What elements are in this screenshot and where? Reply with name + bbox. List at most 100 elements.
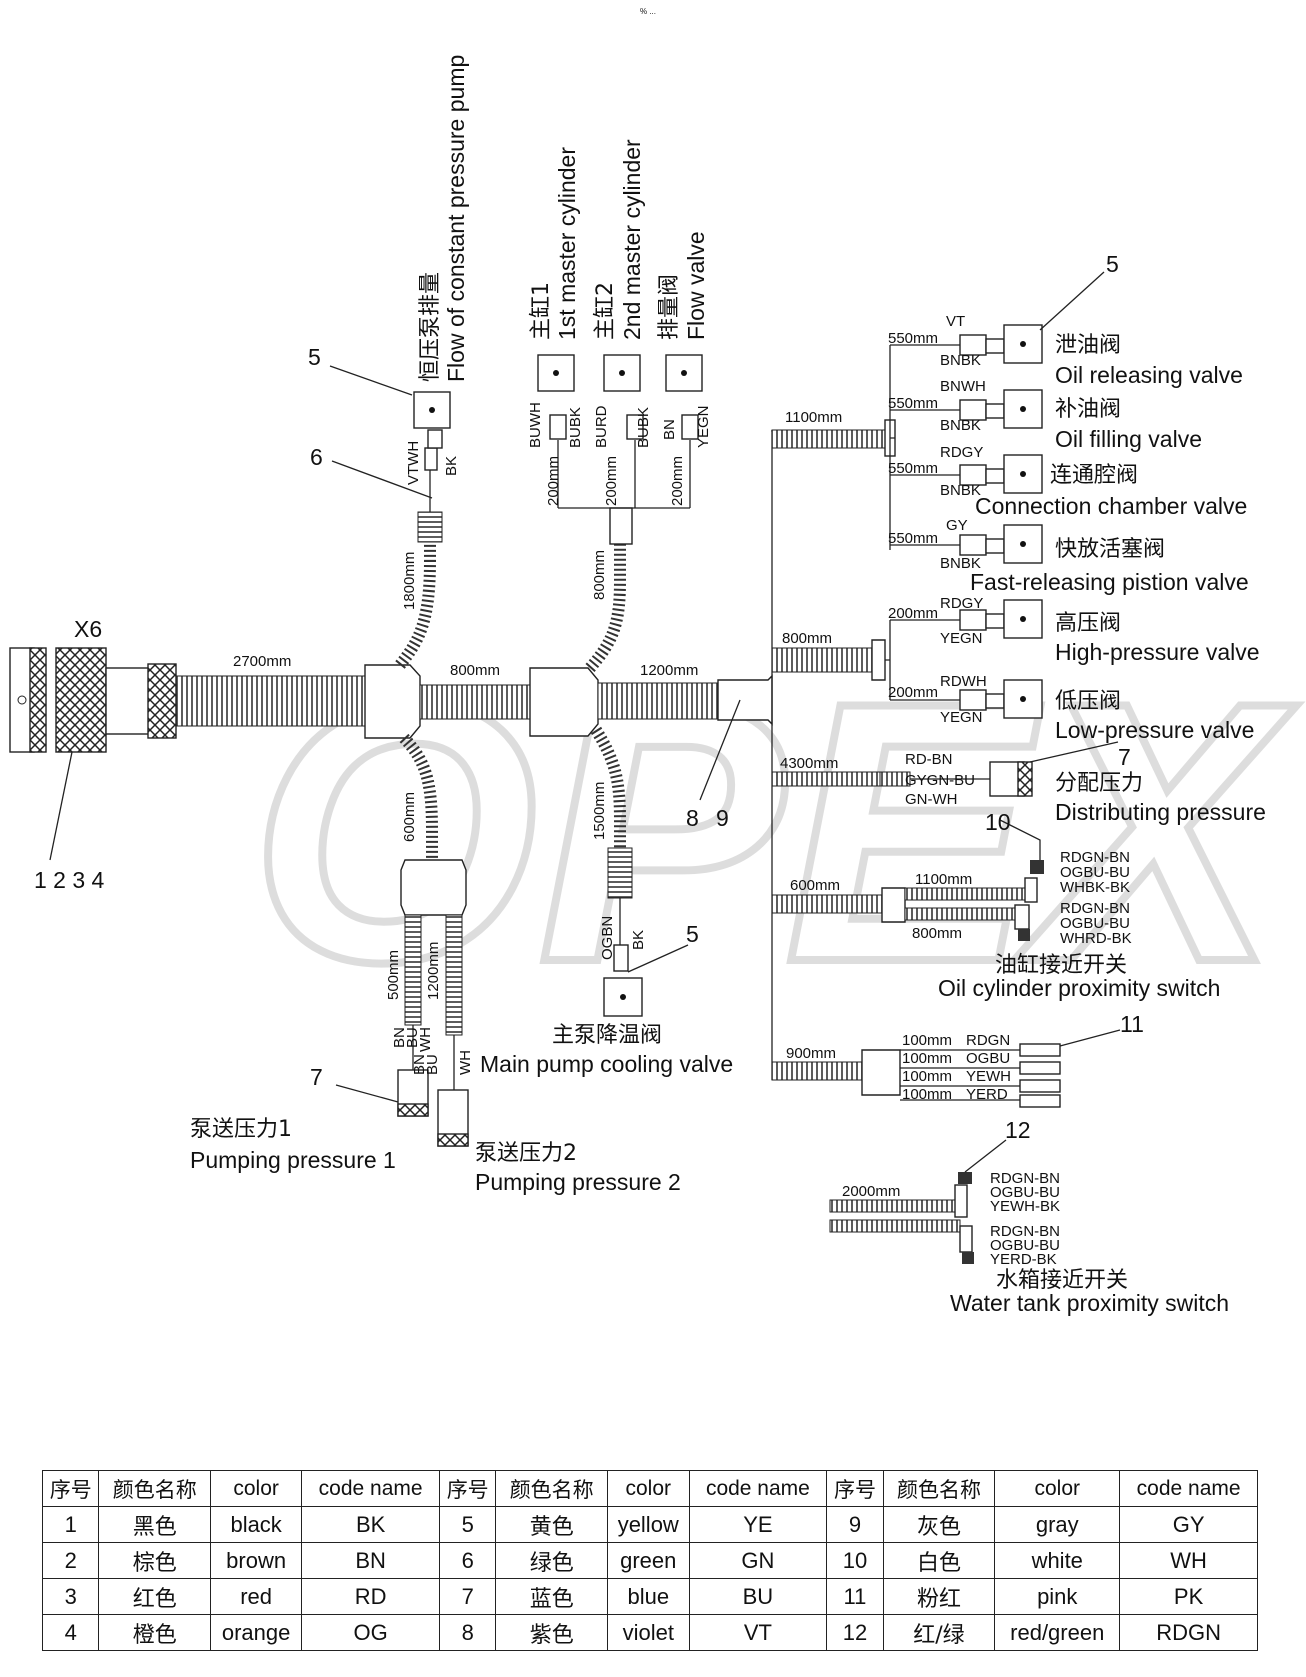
length-800-up: 800mm bbox=[591, 550, 608, 600]
length-200-high: 200mm bbox=[888, 605, 938, 622]
x6-connector: X6 1 2 3 4 bbox=[9, 616, 177, 893]
legend-cell: blue bbox=[606, 1578, 690, 1615]
legend-header-cell: 序号 bbox=[826, 1470, 884, 1507]
legend-cell: pink bbox=[994, 1578, 1121, 1615]
group-900: 900mm 100mm 100mm 100mm 100mm RDGN OGBU … bbox=[771, 1011, 1144, 1108]
code-bnbk-4: BNBK bbox=[940, 555, 981, 572]
cool-cn: 主泵降温阀 bbox=[552, 1023, 662, 1048]
code-p2-3: WHRD-BK bbox=[1060, 930, 1132, 947]
cyl2-cn: 主缸2 bbox=[593, 282, 618, 340]
code-bk-a: BK bbox=[443, 456, 460, 476]
legend-cell: WH bbox=[1119, 1542, 1258, 1579]
length-1500: 1500mm bbox=[591, 782, 608, 840]
callout-7b: 7 bbox=[1118, 744, 1131, 770]
dist-cn: 分配压力 bbox=[1055, 771, 1143, 796]
x6-pin-numbers: 1 2 3 4 bbox=[34, 867, 105, 893]
length-1800: 1800mm bbox=[401, 552, 418, 610]
legend-cell: 红色 bbox=[98, 1578, 212, 1615]
legend-cell: 10 bbox=[826, 1542, 884, 1579]
high-cn: 高压阀 bbox=[1055, 611, 1121, 636]
callout-5a: 5 bbox=[308, 344, 321, 370]
length-1200-drop: 1200mm bbox=[425, 942, 442, 1000]
legend-cell: 12 bbox=[826, 1614, 884, 1651]
length-800-prox: 800mm bbox=[912, 925, 962, 942]
code-d-bn1: BN bbox=[391, 1027, 408, 1048]
oil-fill-en: Oil filling valve bbox=[1055, 426, 1202, 452]
code-s-ogbu: OGBU bbox=[966, 1050, 1010, 1067]
callout-10: 10 bbox=[985, 809, 1011, 835]
oil-rel-en: Oil releasing valve bbox=[1055, 362, 1243, 388]
code-d-bu1: BU bbox=[404, 1027, 421, 1048]
callout-6: 6 bbox=[310, 444, 323, 470]
legend-cell: green bbox=[606, 1542, 690, 1579]
code-p1-2: OGBU-BU bbox=[1060, 864, 1130, 881]
group-4300: 4300mm RD-BN GYGN-BU GN-WH 7 分配压力 Distri… bbox=[771, 741, 1266, 825]
legend-cell: 绿色 bbox=[495, 1542, 608, 1579]
wiring-harness-diagram: OPEX % ... X6 1 2 3 4 2700mm 800mm 1200m… bbox=[9, 7, 1301, 1316]
legend-cell: BU bbox=[688, 1578, 828, 1615]
callout-5b: 5 bbox=[1106, 251, 1119, 277]
legend-cell: red/green bbox=[994, 1614, 1121, 1651]
code-bubk-b: BUBK bbox=[635, 407, 652, 448]
code-bnbk-2: BNBK bbox=[940, 417, 981, 434]
legend-cell: orange bbox=[210, 1614, 303, 1651]
legend-cell: 紫色 bbox=[495, 1614, 608, 1651]
code-w1-1: RDGN-BN bbox=[990, 1170, 1060, 1187]
legend-header-cell: color bbox=[606, 1470, 690, 1507]
pp2-cn: 泵送压力2 bbox=[475, 1141, 577, 1166]
length-550-2: 550mm bbox=[888, 395, 938, 412]
legend-header-cell: code name bbox=[688, 1470, 828, 1507]
legend-cell: black bbox=[210, 1506, 303, 1543]
header-mark: % ... bbox=[640, 7, 656, 16]
legend-cell: red bbox=[210, 1578, 303, 1615]
conn-en: Connection chamber valve bbox=[975, 493, 1247, 519]
cool-en: Main pump cooling valve bbox=[480, 1051, 733, 1077]
callout-9: 9 bbox=[716, 805, 729, 831]
legend-header-cell: 序号 bbox=[438, 1470, 497, 1507]
length-100-4: 100mm bbox=[902, 1086, 952, 1103]
legend-header-cell: 颜色名称 bbox=[882, 1470, 996, 1507]
legend-cell: 灰色 bbox=[882, 1506, 996, 1543]
flow-en: Flow valve bbox=[683, 231, 709, 340]
legend-header-cell: color bbox=[994, 1470, 1121, 1507]
length-200-b: 200mm bbox=[603, 456, 620, 506]
code-p2-2: OGBU-BU bbox=[1060, 915, 1130, 932]
x6-label: X6 bbox=[74, 616, 102, 642]
length-500: 500mm bbox=[385, 950, 402, 1000]
oil-rel-cn: 泄油阀 bbox=[1055, 333, 1121, 358]
length-2700: 2700mm bbox=[233, 653, 291, 670]
legend-header-cell: 颜色名称 bbox=[495, 1470, 608, 1507]
legend-cell: gray bbox=[994, 1506, 1121, 1543]
code-d-wh1: WH bbox=[417, 1027, 434, 1052]
branch-pumping-pressure: 600mm 500mm 1200mm BN BU WH BN BU WH 7 泵… bbox=[190, 733, 681, 1195]
length-600: 600mm bbox=[401, 792, 418, 842]
legend-cell: 7 bbox=[438, 1578, 497, 1615]
length-550-3: 550mm bbox=[888, 460, 938, 477]
legend-cell: 黑色 bbox=[98, 1506, 212, 1543]
code-vtwh: VTWH bbox=[405, 441, 422, 485]
code-bnwh: BNWH bbox=[940, 378, 986, 395]
legend-cell: VT bbox=[688, 1614, 828, 1651]
code-yegn-a: YEGN bbox=[695, 405, 712, 448]
branch-master-cylinders: 800mm 200mm 200mm 200mm BUWH BUBK BURD B… bbox=[527, 139, 712, 672]
legend-cell: white bbox=[994, 1542, 1121, 1579]
legend-cell: RD bbox=[301, 1578, 440, 1615]
legend-header-cell: 颜色名称 bbox=[98, 1470, 212, 1507]
legend-cell: 粉红 bbox=[882, 1578, 996, 1615]
code-d-wh2: WH bbox=[457, 1050, 474, 1075]
group-1100: 1100mm 550mm 550mm 550mm 550mm VT BNBK 泄… bbox=[771, 251, 1249, 595]
pp2-en: Pumping pressure 2 bbox=[475, 1169, 681, 1195]
branch-cooling-valve: 1500mm OGBN BK 5 主泵降温阀 Main pump cooling… bbox=[480, 726, 733, 1077]
main-trunk: 2700mm 800mm 1200mm bbox=[175, 653, 773, 739]
legend-cell: 白色 bbox=[882, 1542, 996, 1579]
legend-cell: 红/绿 bbox=[882, 1614, 996, 1651]
code-bk-b: BK bbox=[630, 930, 647, 950]
callout-7a: 7 bbox=[310, 1064, 323, 1090]
code-rd-bn: RD-BN bbox=[905, 751, 953, 768]
constant-pump-en: Flow of constant pressure pump bbox=[443, 55, 469, 382]
length-1100-prox: 1100mm bbox=[915, 871, 972, 888]
code-rdgy: RDGY bbox=[940, 444, 983, 461]
legend-cell: BK bbox=[301, 1506, 440, 1543]
code-ogbn: OGBN bbox=[599, 916, 616, 960]
